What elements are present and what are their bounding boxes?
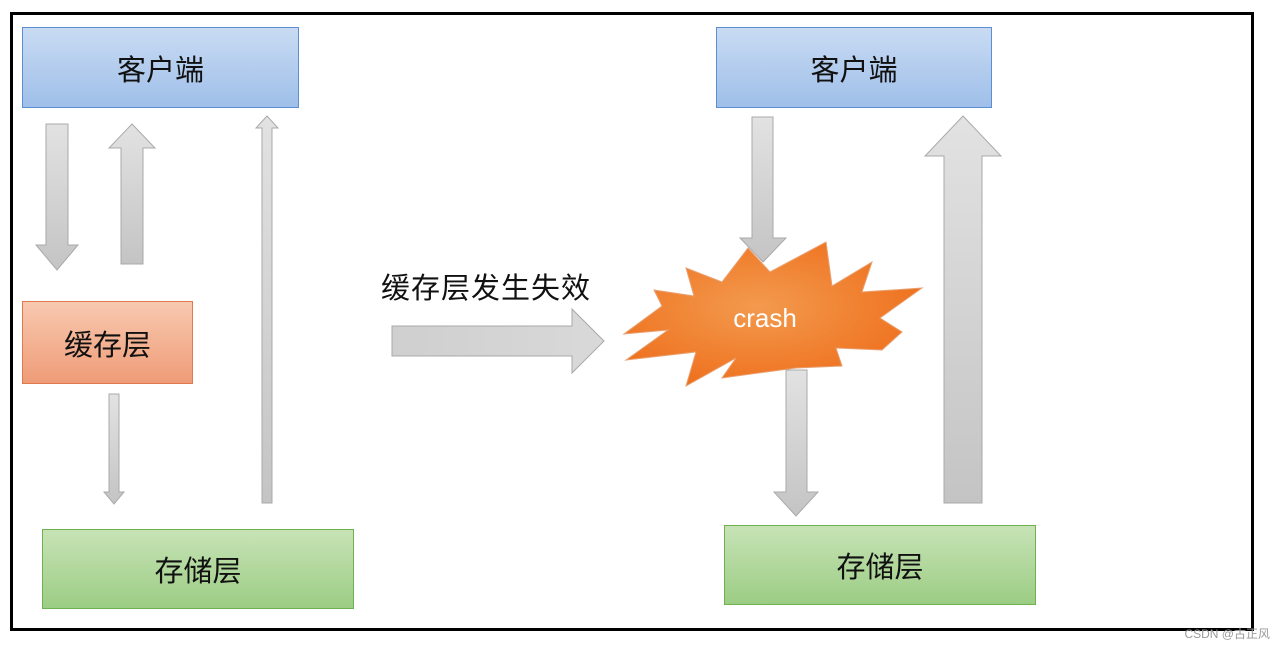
left-cache-box: 缓存层 xyxy=(22,301,193,384)
crash-label: crash xyxy=(733,303,797,333)
left-cache-label: 缓存层 xyxy=(63,327,151,362)
right-arrow-crash-to-storage xyxy=(772,369,820,517)
right-storage-label: 存储层 xyxy=(836,550,924,584)
right-client-label: 客户端 xyxy=(810,52,898,87)
left-arrow-storage-to-client xyxy=(254,115,280,504)
left-storage-box: 存储层 xyxy=(42,529,354,609)
right-storage-box: 存储层 xyxy=(724,525,1036,605)
right-arrow-client-to-crash xyxy=(738,116,788,263)
right-client-box: 客户端 xyxy=(716,27,992,108)
crash-burst xyxy=(622,241,924,388)
diagram-frame xyxy=(10,12,1254,631)
transition-caption: 缓存层发生失效 xyxy=(381,271,592,305)
watermark: CSDN @古正风 xyxy=(1184,627,1270,641)
left-arrow-cache-to-storage xyxy=(102,393,126,505)
right-arrow-storage-to-client xyxy=(923,115,1003,504)
left-client-label: 客户端 xyxy=(116,52,204,87)
left-arrow-cache-to-client xyxy=(107,123,157,265)
left-storage-label: 存储层 xyxy=(154,554,242,588)
left-arrow-client-to-cache xyxy=(34,123,80,271)
transition-arrow xyxy=(391,307,605,375)
left-client-box: 客户端 xyxy=(22,27,299,108)
